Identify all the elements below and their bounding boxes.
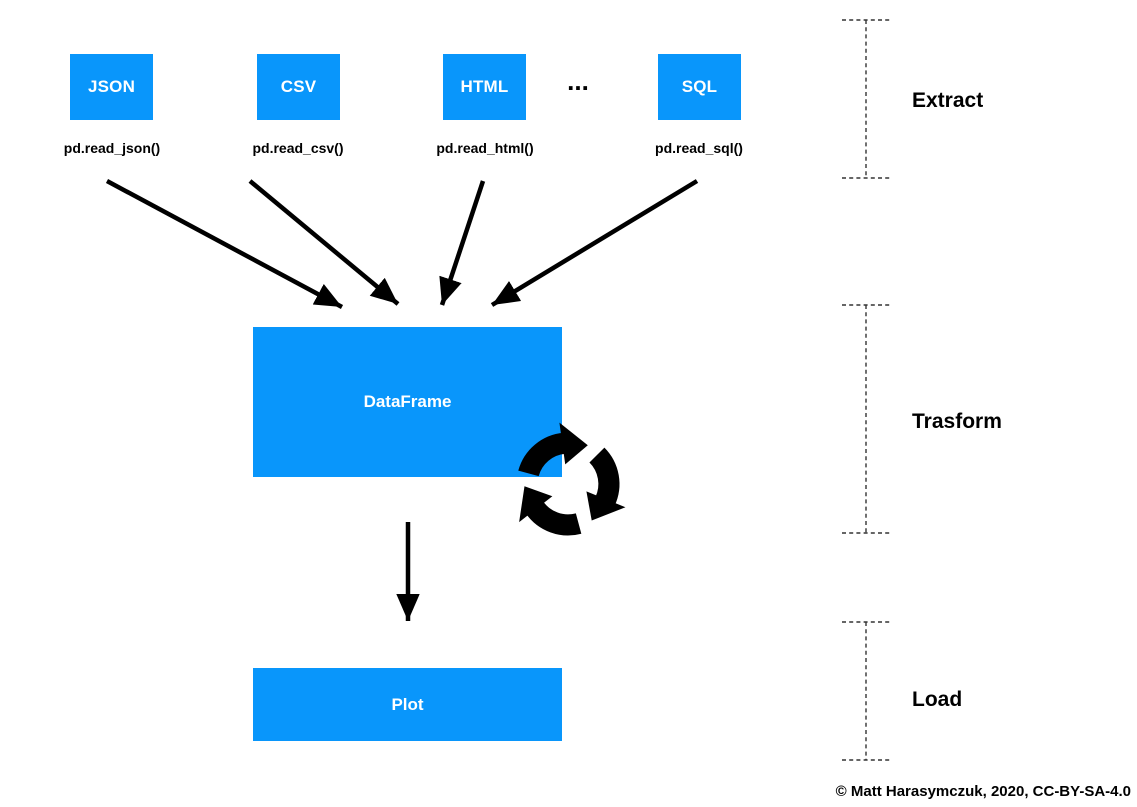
arrow-sql-to-dataframe — [490, 179, 699, 307]
source-box-json-label: JSON — [87, 77, 136, 96]
plot-box: Plot — [253, 668, 562, 741]
stage-bracket-extract — [842, 19, 891, 179]
source-box-json: JSON — [70, 54, 153, 120]
source-box-sql-label: SQL — [681, 77, 718, 96]
stage-label-extract: Extract — [912, 89, 984, 112]
source-box-csv: CSV — [257, 54, 340, 120]
dataframe-box-label: DataFrame — [363, 392, 452, 411]
source-box-csv-label: CSV — [280, 77, 317, 96]
dataframe-box: DataFrame — [253, 327, 562, 477]
arrow-html-to-dataframe — [439, 180, 486, 306]
function-label-read-csv: pd.read_csv() — [252, 140, 344, 156]
stage-label-transform: Trasform — [912, 410, 1002, 433]
stage-bracket-transform — [842, 304, 891, 534]
function-label-read-sql: pd.read_sql() — [655, 140, 743, 156]
arrow-json-to-dataframe — [105, 179, 344, 309]
footer-copyright: © Matt Harasymczuk, 2020, CC-BY-SA-4.0 — [835, 783, 1131, 800]
function-label-read-html: pd.read_html() — [436, 140, 534, 156]
source-box-sql: SQL — [658, 54, 741, 120]
stage-label-load: Load — [912, 688, 963, 711]
function-label-read-json: pd.read_json() — [63, 140, 161, 156]
plot-box-label: Plot — [391, 694, 424, 714]
source-box-html: HTML — [443, 54, 526, 120]
stage-bracket-load — [842, 621, 891, 761]
more-sources-ellipsis: ... — [567, 66, 589, 96]
arrow-csv-to-dataframe — [248, 179, 400, 306]
source-box-html-label: HTML — [460, 77, 509, 96]
recycle-icon — [502, 418, 634, 550]
